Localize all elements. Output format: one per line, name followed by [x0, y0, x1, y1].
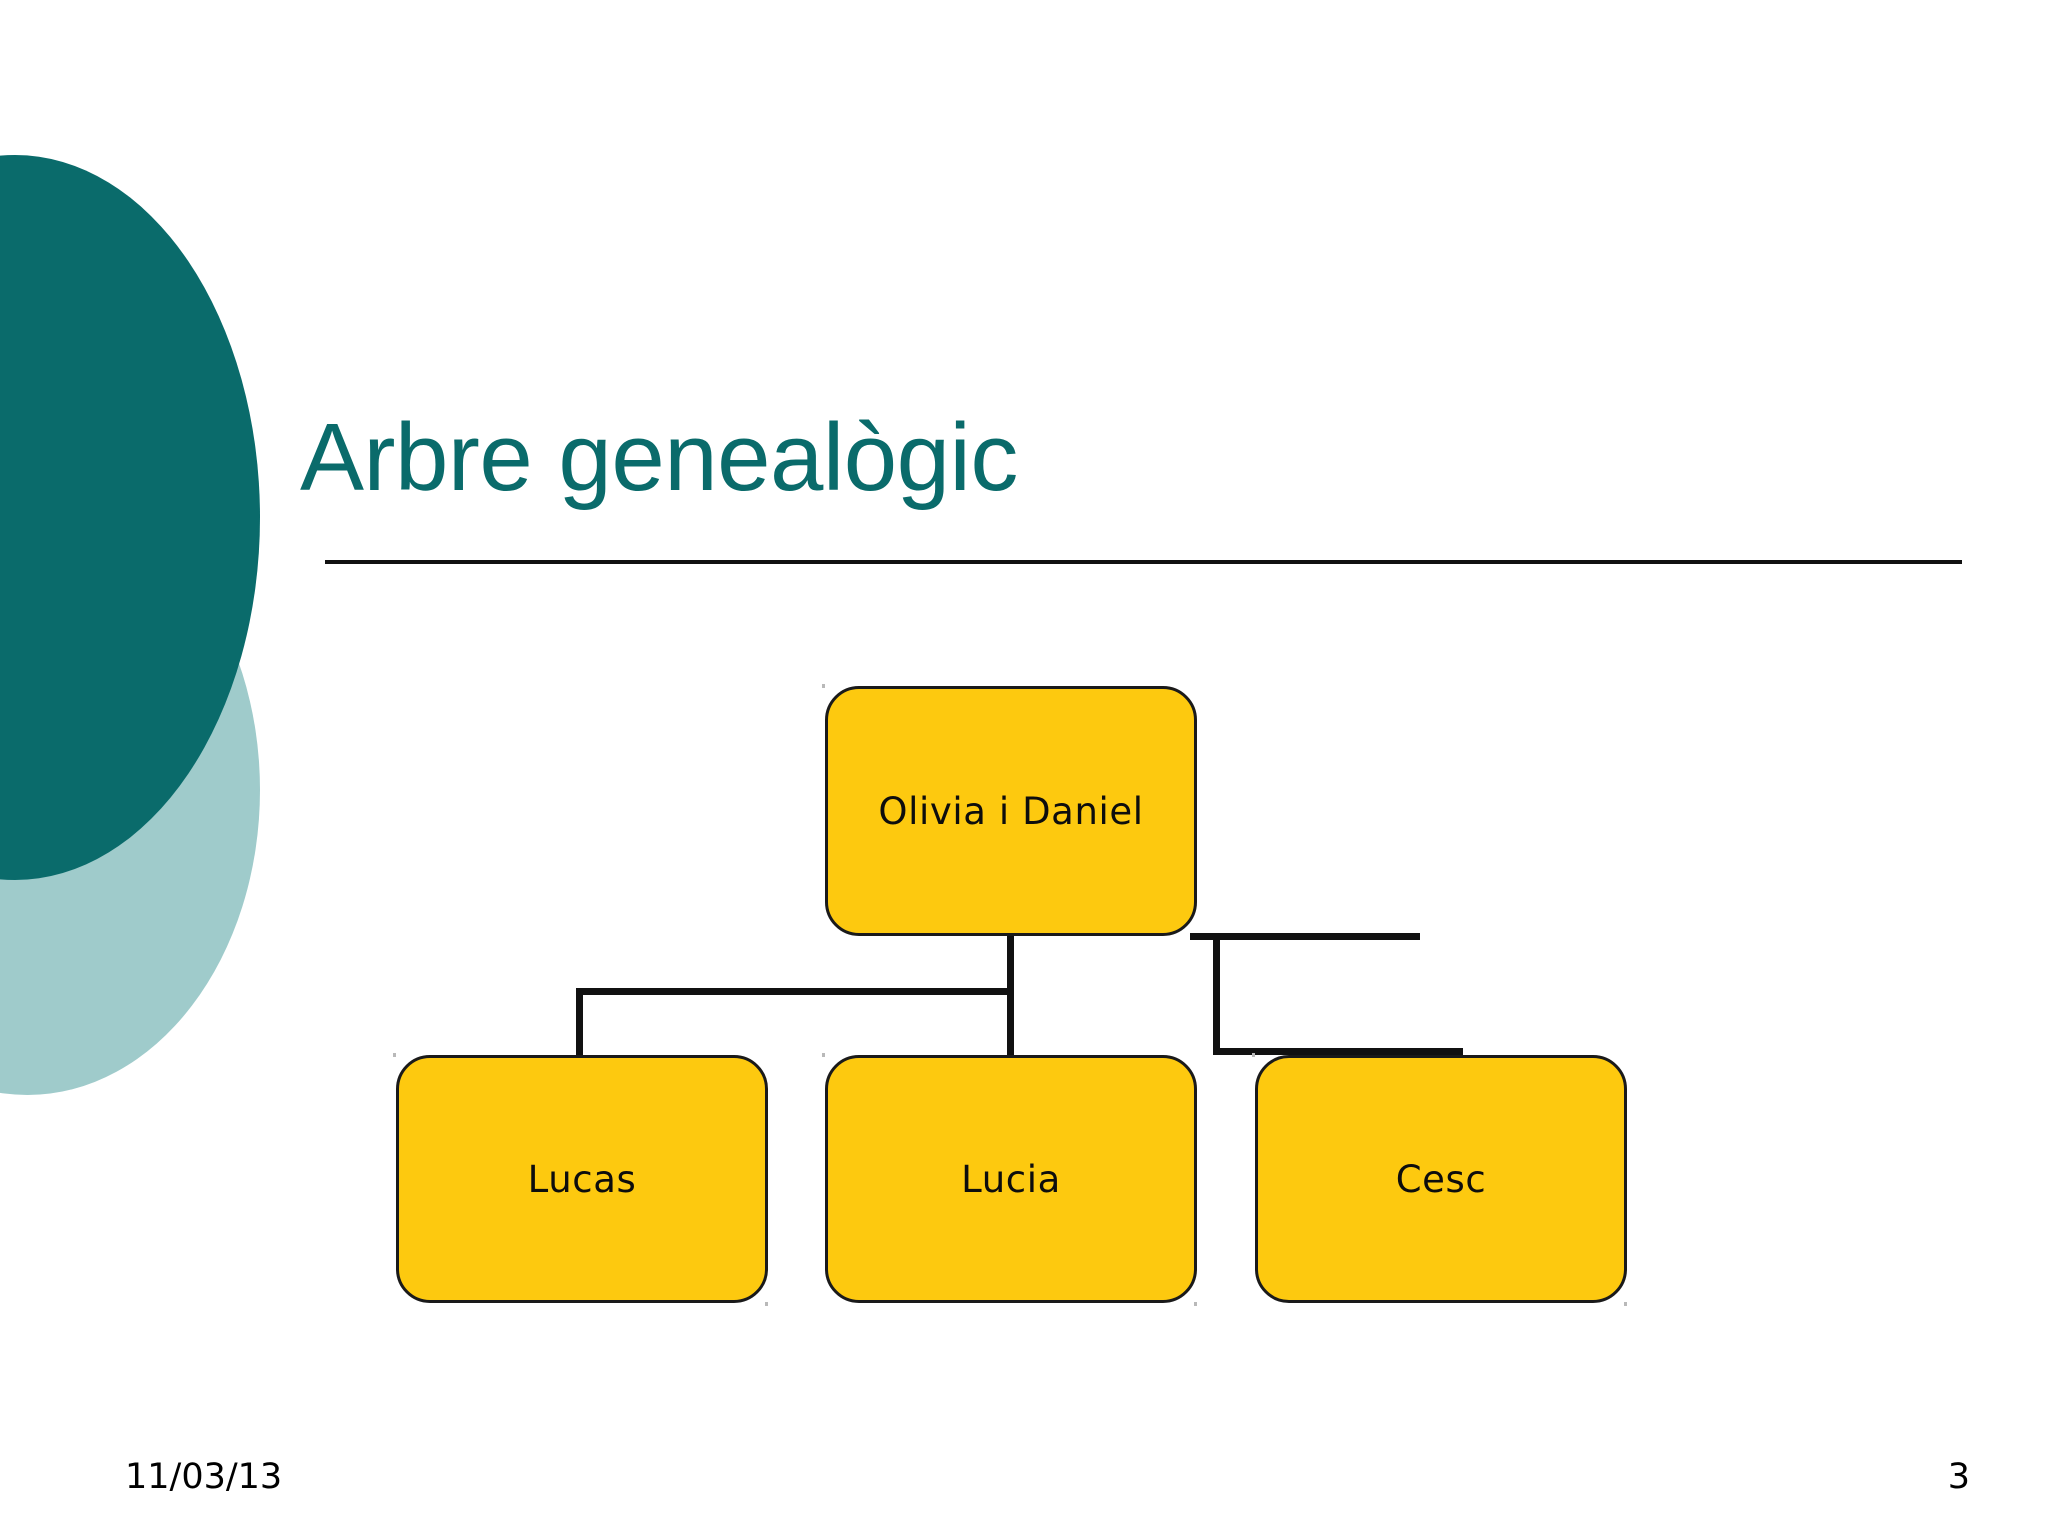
connector-cesc-horizontal-top — [1190, 933, 1420, 940]
shape-handle-dot — [822, 684, 825, 688]
title-underline-rule — [325, 560, 1962, 564]
footer-page-number: 3 — [1947, 1457, 1970, 1497]
connector-cesc-vertical — [1213, 933, 1220, 1055]
page-title: Arbre genealògic — [300, 404, 1018, 511]
shape-handle-dot — [1252, 1053, 1255, 1057]
connector-lucas-vertical — [576, 988, 583, 1058]
tree-node-label: Cesc — [1395, 1157, 1487, 1201]
shape-handle-dot — [765, 1302, 768, 1306]
tree-node-parents[interactable]: Olivia i Daniel — [825, 686, 1197, 936]
connector-trunk — [1007, 933, 1014, 1058]
tree-node-lucas[interactable]: Lucas — [396, 1055, 768, 1303]
footer-date: 11/03/13 — [125, 1457, 283, 1497]
tree-node-lucia[interactable]: Lucia — [825, 1055, 1197, 1303]
tree-node-label: Lucia — [961, 1157, 1061, 1201]
tree-node-label: Lucas — [527, 1157, 637, 1201]
connector-cesc-horizontal-bottom — [1213, 1048, 1463, 1055]
connector-lucas-horizontal — [576, 988, 1013, 995]
shape-handle-dot — [1194, 1302, 1197, 1306]
tree-node-cesc[interactable]: Cesc — [1255, 1055, 1627, 1303]
shape-handle-dot — [393, 1053, 396, 1057]
shape-handle-dot — [1624, 1302, 1627, 1306]
tree-node-label: Olivia i Daniel — [878, 789, 1144, 833]
shape-handle-dot — [822, 1053, 825, 1057]
